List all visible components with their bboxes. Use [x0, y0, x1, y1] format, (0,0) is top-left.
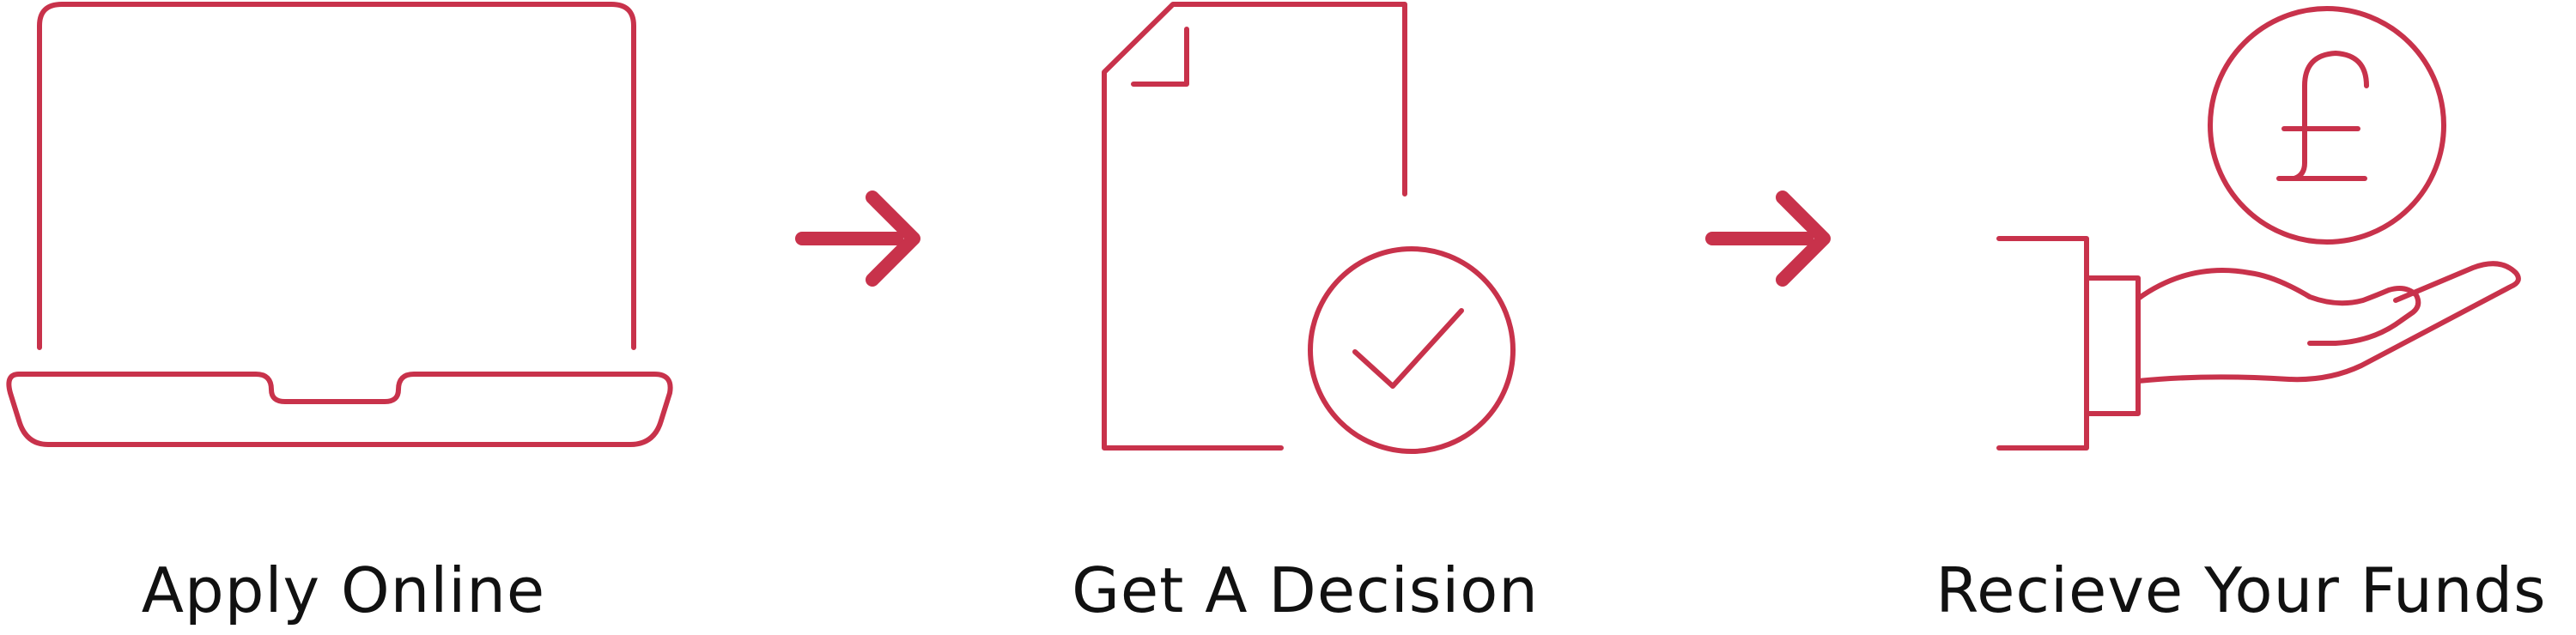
arrow-right-icon [1700, 189, 1838, 292]
step-label-get-a-decision: Get A Decision [1072, 554, 1539, 626]
laptop-icon [0, 0, 687, 455]
step-label-apply-online: Apply Online [141, 554, 546, 626]
hand-pound-coin-icon [1992, 0, 2524, 463]
document-check-icon [1091, 0, 1520, 463]
arrow-right-icon [790, 189, 927, 292]
step-label-recieve-your-funds: Recieve Your Funds [1935, 554, 2547, 626]
